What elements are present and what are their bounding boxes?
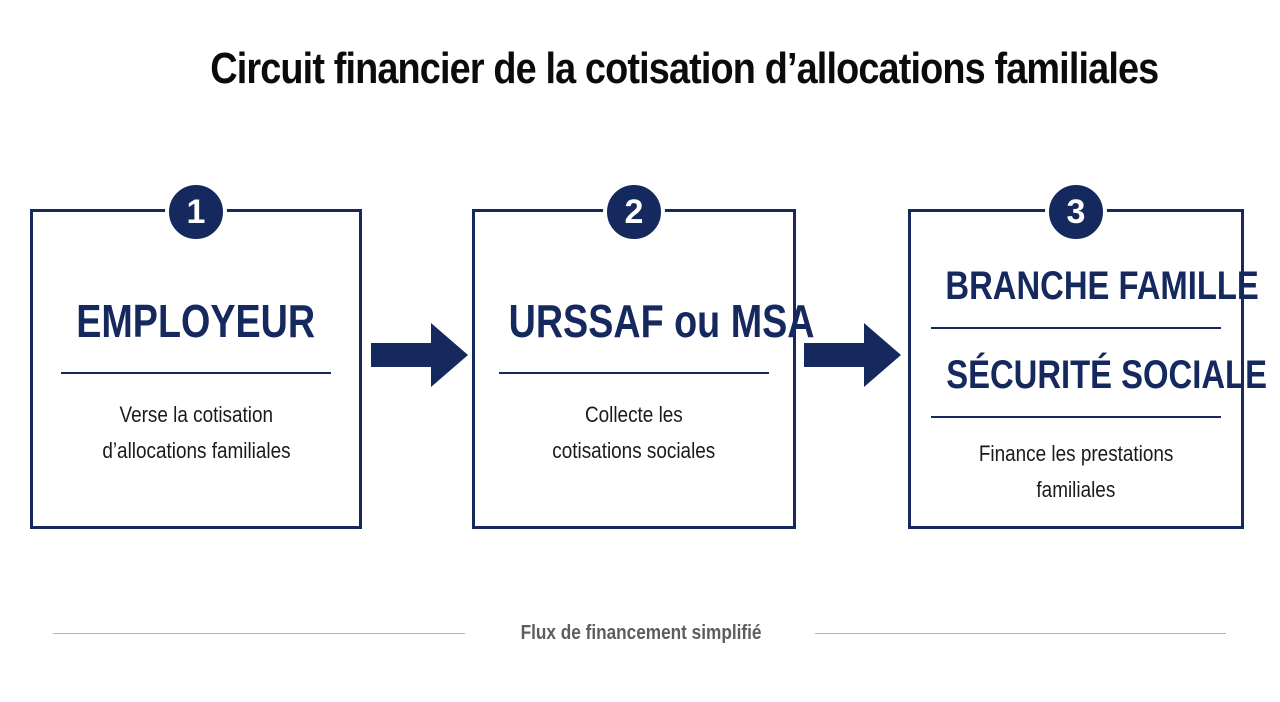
step-divider [61,372,331,374]
step-description-line: familiales [1036,477,1116,502]
step-description-line: Collecte les [585,402,683,427]
step-number-badge: 2 [603,181,665,243]
step-description-line: d’allocations familiales [101,438,291,463]
step-heading-text: EMPLOYEUR [76,295,316,347]
step-heading-text: URSSAF ou MSA [508,295,815,347]
footer-caption-text: Flux de financement simplifié [520,622,762,644]
step-number-badge: 3 [1045,181,1107,243]
step-divider [931,327,1221,329]
step-divider [931,416,1221,418]
step-box-branche-famille: 3 BRANCHE FAMILLE SÉCURITÉ SOCIALE Finan… [908,181,1267,529]
step-description: Collecte les cotisations sociales [475,397,793,469]
step-description: Verse la cotisation d’allocations famili… [33,397,359,469]
footer-rule-right [815,633,1226,634]
step-description-line: Finance les prestations [978,441,1174,466]
flow-arrow-icon [371,323,468,387]
flow-arrow-icon [804,323,901,387]
step-heading: EMPLOYEUR [33,294,359,348]
step-heading-text: BRANCHE FAMILLE [945,264,1259,308]
step-description-line: Verse la cotisation [119,402,273,427]
step-divider [499,372,769,374]
step-heading-text: SÉCURITÉ SOCIALE [946,353,1267,397]
step-number-badge: 1 [165,181,227,243]
step-heading-secondary: SÉCURITÉ SOCIALE [911,353,1267,398]
diagram-title: Circuit financier de la cotisation d’all… [210,44,1159,93]
step-heading-primary: BRANCHE FAMILLE [911,264,1258,309]
step-description: Finance les prestations familiales [911,436,1241,508]
footer-caption: Flux de financement simplifié [466,622,816,645]
step-box-employeur: 1 EMPLOYEUR Verse la cotisation d’alloca… [30,181,362,529]
step-description-line: cotisations sociales [552,438,716,463]
footer-rule-left [53,633,465,634]
step-box-urssaf-msa: 2 URSSAF ou MSA Collecte les cotisations… [472,181,815,529]
step-heading: URSSAF ou MSA [475,294,815,348]
